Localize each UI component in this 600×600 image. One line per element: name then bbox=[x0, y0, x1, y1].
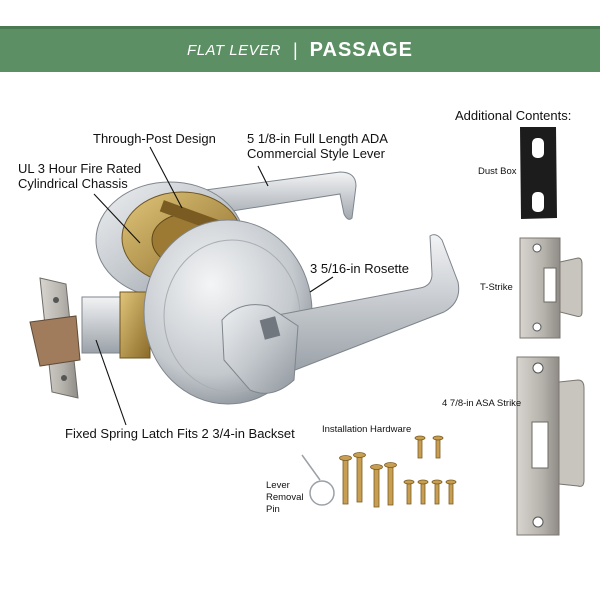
lever-removal-pin bbox=[301, 454, 335, 506]
callout-ada-lever-line1: 5 1/8-in Full Length ADA bbox=[247, 131, 388, 146]
title-banner: FLAT LEVER | PASSAGE bbox=[0, 26, 600, 72]
callout-ada-lever-line2: Commercial Style Lever bbox=[247, 146, 385, 161]
removal-pin-label-line3: Pin bbox=[266, 504, 280, 515]
callout-latch: Fixed Spring Latch Fits 2 3/4-in Backset bbox=[65, 426, 295, 441]
callout-through-post: Through-Post Design bbox=[93, 131, 216, 146]
dust-box bbox=[520, 127, 557, 219]
callout-leaders bbox=[93, 146, 334, 426]
asa-strike bbox=[516, 356, 585, 536]
banner-separator: | bbox=[292, 40, 298, 60]
asa-strike-label: 4 7/8-in ASA Strike bbox=[442, 398, 522, 409]
callout-fire-rated-line2: Cylindrical Chassis bbox=[18, 176, 128, 191]
dust-box-label: Dust Box bbox=[478, 166, 517, 177]
t-strike-label: T-Strike bbox=[480, 282, 513, 293]
callout-rosette: 3 5/16-in Rosette bbox=[310, 261, 410, 276]
additional-contents-title: Additional Contents: bbox=[455, 108, 572, 123]
removal-pin-label-line1: Lever bbox=[266, 480, 290, 491]
spring-latch bbox=[29, 277, 151, 399]
front-lever bbox=[221, 234, 460, 394]
installation-hardware-label: Installation Hardware bbox=[322, 424, 412, 435]
callout-fire-rated-line1: UL 3 Hour Fire Rated bbox=[18, 161, 142, 176]
banner-lever-type: FLAT LEVER bbox=[187, 42, 281, 59]
banner-function: PASSAGE bbox=[309, 39, 413, 61]
removal-pin-label-line2: Removal bbox=[266, 492, 304, 503]
t-strike bbox=[519, 237, 583, 339]
installation-screws bbox=[339, 435, 457, 508]
